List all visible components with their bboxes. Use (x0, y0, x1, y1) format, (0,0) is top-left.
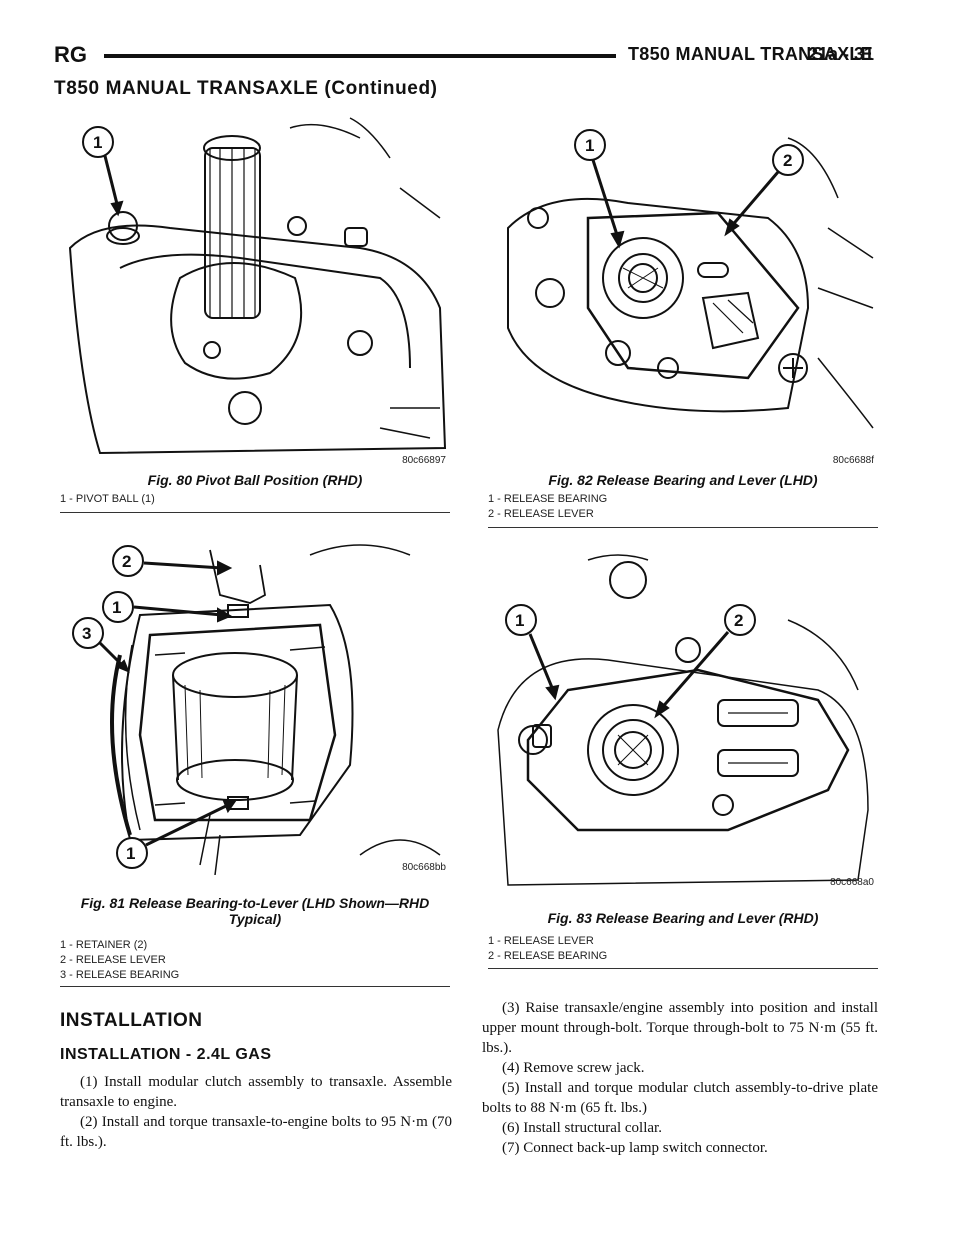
figure-80-illustration: 1 (68, 117, 447, 455)
installation-step: (6) Install structural collar. (502, 1120, 662, 1136)
installation-step: (3) Raise transaxle/engine assembly into… (482, 1000, 878, 1056)
figure-81-callout-2: 2 (122, 552, 131, 571)
figure-83-callout-1: 1 (515, 611, 524, 630)
figure-82-callout-2: 2 (783, 151, 792, 170)
continued-title: T850 MANUAL TRANSAXLE (Continued) (54, 78, 438, 99)
figure-83-legend: 1 - RELEASE LEVER 2 - RELEASE BEARING (488, 934, 607, 964)
figure-80-legend: 1 - PIVOT BALL (1) (60, 492, 155, 507)
figure-80-rule (60, 512, 450, 513)
figure-80-caption: Fig. 80 Pivot Ball Position (RHD) (147, 472, 363, 488)
figure-81-callout-1: 1 (112, 598, 121, 617)
figure-82-legend: 1 - RELEASE BEARING 2 - RELEASE LEVER (488, 492, 607, 522)
figure-81: 2 1 3 1 80c668bb (60, 535, 450, 875)
figure-81-legend-item: 3 - RELEASE BEARING (60, 969, 180, 981)
figure-82-code: 80c6688f (832, 455, 874, 466)
figure-82-caption: Fig. 82 Release Bearing and Lever (LHD) (548, 472, 818, 488)
figure-81-code: 80c668bb (402, 862, 446, 873)
figure-81-caption: Fig. 81 Release Bearing-to-Lever (LHD Sh… (80, 895, 430, 927)
figure-81-legend-item: 1 - RETAINER (2) (60, 939, 148, 951)
figure-81-illustration: 2 1 3 1 (72, 544, 441, 875)
installation-subheading: INSTALLATION - 2.4L GAS (60, 1046, 272, 1063)
figure-83-caption: Fig. 83 Release Bearing and Lever (RHD) (547, 910, 819, 926)
header-manual-code: RG (54, 42, 87, 67)
figure-82-legend-item: 1 - RELEASE BEARING (488, 493, 608, 505)
installation-step: (4) Remove screw jack. (502, 1060, 645, 1076)
figure-83-callout-2: 2 (734, 611, 743, 630)
figure-80-callout-1: 1 (93, 133, 102, 152)
installation-steps-left: (1) Install modular clutch assembly to t… (60, 1072, 452, 1152)
figure-80-legend-item: 1 - PIVOT BALL (1) (60, 493, 155, 505)
figure-83-illustration: 1 2 (497, 554, 869, 886)
header-section-title: T850 MANUAL TRANSAXLE (628, 44, 873, 64)
figure-82-illustration: 1 2 (507, 129, 874, 429)
figure-81-legend-item: 2 - RELEASE LEVER (60, 954, 166, 966)
figure-81-legend: 1 - RETAINER (2) 2 - RELEASE LEVER 3 - R… (60, 938, 179, 983)
figure-82: 1 2 80c6688f (488, 108, 878, 468)
installation-step: (2) Install and torque transaxle-to-engi… (60, 1114, 452, 1150)
figure-81-callout-3: 3 (82, 624, 91, 643)
figure-82-callout-1: 1 (585, 136, 594, 155)
figure-81-callout-1b: 1 (126, 844, 135, 863)
figure-82-rule (488, 527, 878, 528)
page-header: RG T850 MANUAL TRANSAXLE 21a - 31 (54, 42, 874, 72)
figure-81-rule (60, 986, 450, 987)
figure-83-code: 80c668a0 (830, 877, 874, 888)
figure-83: 1 2 80c668a0 (488, 550, 878, 890)
installation-step: (7) Connect back-up lamp switch connecto… (502, 1140, 768, 1156)
header-rule (104, 54, 616, 58)
figure-83-legend-item: 2 - RELEASE BEARING (488, 950, 608, 962)
installation-steps-right: (3) Raise transaxle/engine assembly into… (482, 998, 878, 1158)
installation-step: (5) Install and torque modular clutch as… (482, 1080, 878, 1116)
figure-83-legend-item: 1 - RELEASE LEVER (488, 935, 594, 947)
figure-80-code: 80c66897 (402, 455, 446, 466)
figure-82-legend-item: 2 - RELEASE LEVER (488, 508, 594, 520)
figure-83-rule (488, 968, 878, 969)
header-page-number: 21a - 31 (807, 44, 874, 64)
installation-step: (1) Install modular clutch assembly to t… (60, 1074, 452, 1110)
figure-80: 1 80c66897 (60, 108, 450, 468)
installation-heading: INSTALLATION (60, 1010, 203, 1031)
